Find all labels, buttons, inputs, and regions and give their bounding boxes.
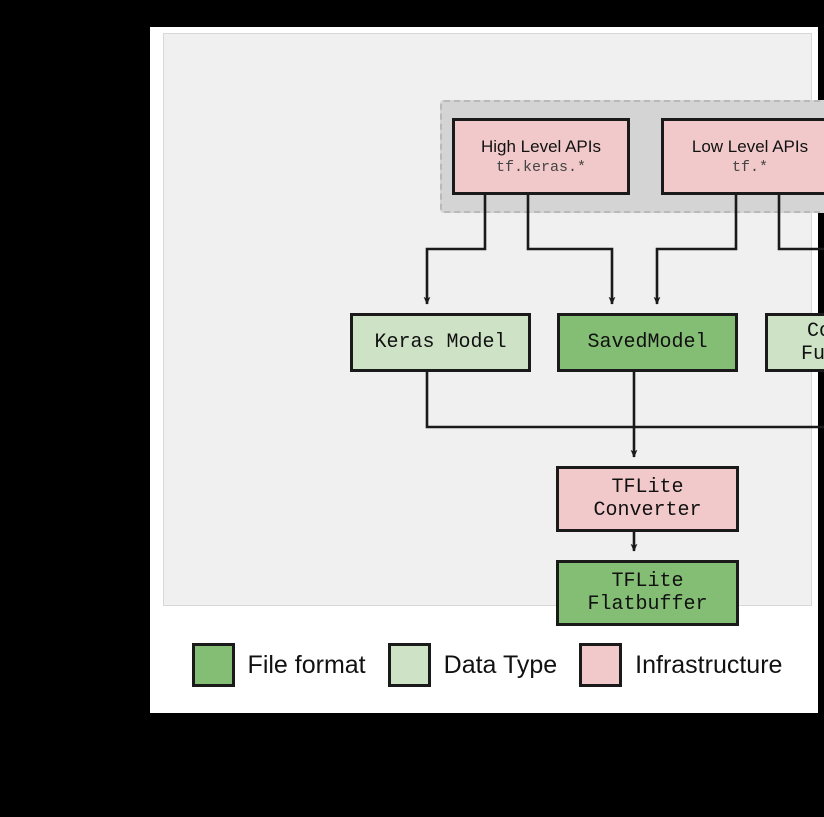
node-tflite-converter[interactable]: TFLite Converter — [556, 466, 739, 532]
legend-swatch-data-type — [387, 643, 431, 687]
node-tflite-flatbuffer[interactable]: TFLite Flatbuffer — [556, 560, 739, 626]
node-concrete-functions[interactable]: Concrete Functions — [765, 313, 824, 372]
legend-label-infrastructure: Infrastructure — [635, 650, 783, 679]
legend-item-file-format: File format — [191, 643, 366, 687]
legend-swatch-file-format — [191, 643, 235, 687]
node-keras-model[interactable]: Keras Model — [350, 313, 531, 372]
node-low-level-apis[interactable]: Low Level APIs tf.* — [661, 118, 824, 195]
node-high-level-apis-title: High Level APIs — [480, 136, 601, 156]
node-low-level-apis-title: Low Level APIs — [691, 136, 809, 156]
node-saved-model-title: SavedModel — [587, 331, 708, 354]
node-high-level-apis-subtitle: tf.keras.* — [495, 159, 586, 177]
node-keras-model-title: Keras Model — [374, 331, 507, 354]
legend-item-data-type: Data Type — [387, 643, 558, 687]
legend-swatch-infrastructure — [579, 643, 623, 687]
node-concrete-functions-title: Concrete Functions — [800, 319, 824, 366]
node-high-level-apis[interactable]: High Level APIs tf.keras.* — [452, 118, 630, 195]
legend-label-file-format: File format — [247, 650, 366, 679]
node-low-level-apis-subtitle: tf.* — [731, 159, 768, 177]
node-tflite-flatbuffer-title: TFLite Flatbuffer — [587, 570, 708, 616]
node-tflite-converter-title: TFLite Converter — [593, 476, 702, 522]
node-saved-model[interactable]: SavedModel — [557, 313, 738, 372]
legend-item-infrastructure: Infrastructure — [579, 643, 782, 687]
legend-label-data-type: Data Type — [443, 650, 558, 679]
diagram-card: High Level APIs tf.keras.* Low Level API… — [150, 27, 824, 713]
diagram-panel: High Level APIs tf.keras.* Low Level API… — [163, 33, 824, 626]
legend: File format Data Type Infrastructure — [172, 635, 802, 695]
